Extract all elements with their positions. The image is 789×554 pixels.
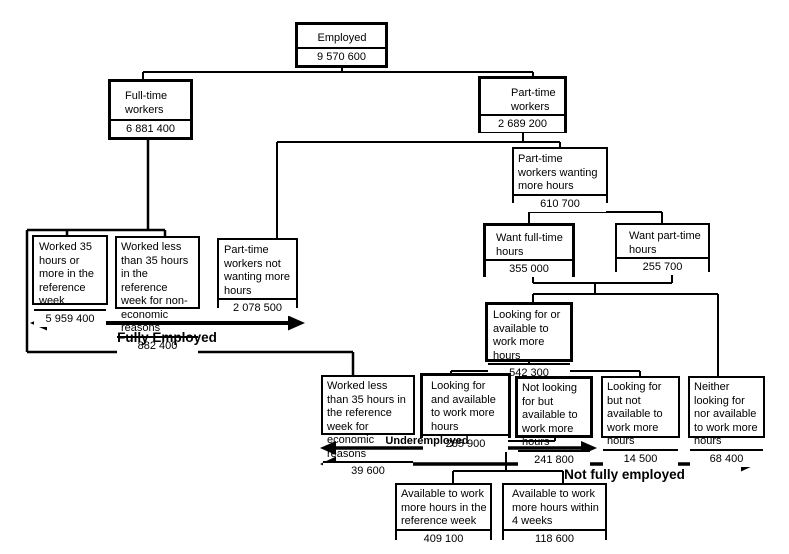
- node-want-part-time-hours-label: Want part-time hours: [629, 230, 701, 256]
- node-employed-value: 9 570 600: [298, 47, 385, 65]
- node-want-part-time-hours-value: 255 700: [617, 257, 708, 275]
- node-want-part-time-hours: Want part-time hours 255 700: [615, 223, 710, 275]
- node-worked-less-35-non-economic: Worked less than 35 hours in the referen…: [115, 236, 200, 354]
- connector-fulltime-children: [25, 140, 355, 376]
- node-neither-looking-nor-available: Neither looking for nor available to wor…: [688, 376, 765, 467]
- node-looking-and-available-label: Looking for and available to work more h…: [431, 380, 496, 433]
- underemployed-label: Underemployed: [385, 435, 469, 447]
- node-employed: Employed 9 570 600: [295, 22, 388, 68]
- node-want-full-time-hours: Want full-time hours 355 000: [483, 223, 575, 277]
- node-looking-but-not-available: Looking for but not available to work mo…: [601, 376, 680, 467]
- node-full-time-workers-label: Full-time workers: [125, 90, 168, 116]
- node-looking-and-available: Looking for and available to work more h…: [420, 373, 511, 452]
- node-worked-less-35-economic: Worked less than 35 hours in the referen…: [321, 375, 415, 479]
- node-worked-35-or-more-label: Worked 35 hours or more in the reference…: [39, 241, 95, 307]
- node-looking-and-available-value: 285 900: [423, 434, 508, 452]
- node-part-time-workers: Part-time workers 2 689 200: [478, 76, 567, 133]
- node-available-within-4-weeks: Available to work more hours within 4 we…: [502, 483, 607, 547]
- node-worked-less-35-non-economic-label: Worked less than 35 hours in the referen…: [121, 241, 189, 334]
- node-available-within-4-weeks-label: Available to work more hours within 4 we…: [512, 488, 599, 527]
- node-pt-wanting-more-hours: Part-time workers wanting more hours 610…: [512, 147, 608, 212]
- node-looking-or-available-label: Looking for or available to work more ho…: [493, 309, 561, 362]
- node-available-reference-week: Available to work more hours in the refe…: [395, 483, 492, 547]
- connector-parttime-children: [276, 133, 561, 239]
- node-neither-looking-nor-available-label: Neither looking for nor available to wor…: [694, 381, 758, 447]
- node-want-full-time-hours-value: 355 000: [486, 259, 572, 277]
- node-not-looking-but-available-label: Not looking for but available to work mo…: [522, 382, 578, 448]
- node-want-full-time-hours-label: Want full-time hours: [496, 232, 563, 258]
- connector-employed-children: [142, 68, 534, 80]
- node-available-reference-week-label: Available to work more hours in the refe…: [401, 488, 487, 527]
- node-pt-wanting-more-hours-label: Part-time workers wanting more hours: [518, 153, 598, 192]
- node-worked-less-35-economic-label: Worked less than 35 hours in the referen…: [327, 380, 406, 460]
- node-available-within-4-weeks-value: 118 600: [504, 528, 605, 547]
- node-pt-not-wanting-more-hours-label: Part-time workers not wanting more hours: [224, 244, 291, 297]
- node-pt-wanting-more-hours-value: 610 700: [514, 193, 606, 212]
- node-pt-not-wanting-more-hours-value: 2 078 500: [219, 298, 296, 316]
- node-available-reference-week-value: 409 100: [397, 528, 490, 547]
- not-fully-employed-label: Not fully employed: [564, 467, 685, 482]
- node-worked-less-35-non-economic-value: 882 400: [117, 335, 198, 354]
- node-looking-but-not-available-label: Looking for but not available to work mo…: [607, 381, 663, 447]
- fully-employed-label: Fully Employed: [117, 330, 217, 345]
- node-not-looking-but-available-value: 241 800: [518, 449, 590, 468]
- node-looking-but-not-available-value: 14 500: [603, 448, 678, 467]
- node-full-time-workers-value: 6 881 400: [111, 119, 190, 137]
- node-part-time-workers-value: 2 689 200: [481, 114, 564, 132]
- connector-want-merge: [532, 272, 719, 377]
- node-worked-less-35-economic-value: 39 600: [323, 461, 413, 479]
- node-looking-or-available: Looking for or available to work more ho…: [485, 302, 573, 381]
- node-worked-35-or-more-value: 5 959 400: [34, 308, 106, 327]
- node-employed-label: Employed: [317, 32, 367, 44]
- node-not-looking-but-available: Not looking for but available to work mo…: [515, 376, 593, 468]
- node-full-time-workers: Full-time workers 6 881 400: [108, 79, 193, 140]
- node-pt-not-wanting-more-hours: Part-time workers not wanting more hours…: [217, 238, 298, 316]
- node-part-time-workers-label: Part-time workers: [511, 87, 556, 113]
- node-neither-looking-nor-available-value: 68 400: [690, 448, 763, 467]
- node-worked-35-or-more: Worked 35 hours or more in the reference…: [32, 235, 108, 327]
